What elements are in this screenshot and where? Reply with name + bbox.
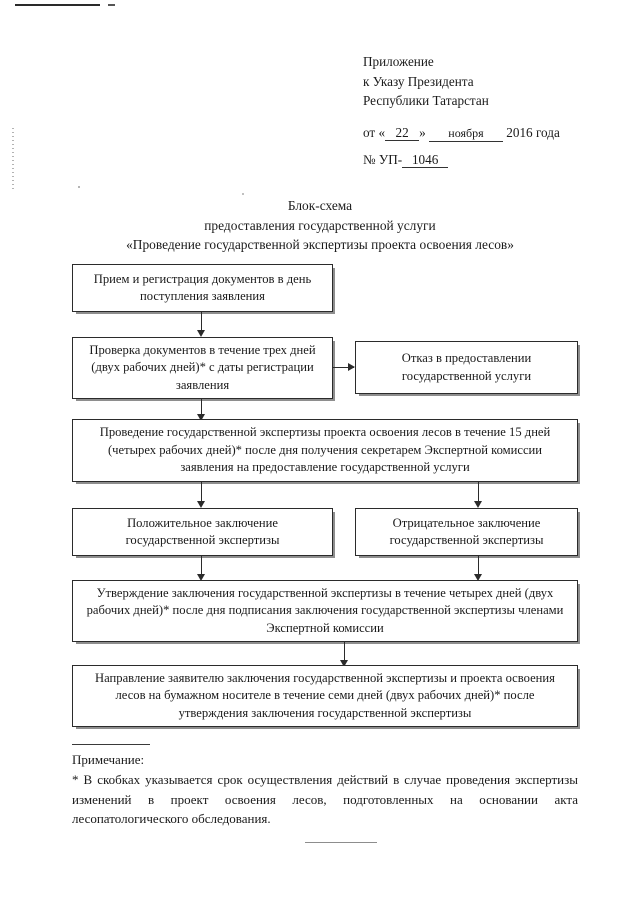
- note-separator-rule: [72, 744, 150, 746]
- connector-expertise-to-negative: [478, 482, 480, 503]
- decree-date-line: от «22» ноября 2016 года: [363, 123, 625, 143]
- page-bottom-rule: [305, 842, 377, 844]
- date-month-value: ноября: [428, 126, 503, 142]
- note-label: Примечание:: [72, 752, 145, 767]
- connector-verification-to-refusal: [333, 367, 354, 369]
- flow-node-negative-conclusion-label: Отрицательное заключение государственной…: [389, 515, 544, 548]
- scan-artifact-top-dash: [108, 4, 115, 6]
- title-line-scheme: Блок-схема: [287, 198, 353, 213]
- scan-artifact-left-dots: [12, 128, 14, 190]
- connector-expertise-to-positive: [201, 482, 203, 503]
- decree-authority-line: к Указу Президента: [363, 73, 474, 89]
- flow-node-intake: Прием и регистрация документов в день по…: [72, 264, 333, 312]
- flow-node-refusal-label: Отказ в предоставлении государственной у…: [401, 351, 532, 383]
- date-closing-quote: »: [419, 124, 426, 140]
- flow-node-expertise-label: Проведение государственной экспертизы пр…: [99, 425, 551, 475]
- connector-negative-to-approval: [478, 556, 480, 577]
- flow-node-refusal: Отказ в предоставлении государственной у…: [355, 341, 578, 394]
- date-prefix: от «: [363, 124, 386, 140]
- connector-verification-to-expertise: [201, 399, 203, 416]
- decree-reference-block: Приложение к Указу Президента Республики…: [363, 52, 625, 170]
- flow-node-delivery-label: Направление заявителю заключения государ…: [95, 670, 555, 720]
- connector-positive-to-approval: [201, 556, 203, 577]
- flow-node-approval: Утверждение заключения государственной э…: [72, 580, 578, 642]
- flow-node-delivery: Направление заявителю заключения государ…: [72, 665, 578, 727]
- flow-node-verification-label: Проверка документов в течение трех дней …: [89, 342, 316, 392]
- arrowhead-expertise-to-negative: [474, 501, 482, 508]
- flow-node-positive-conclusion: Положительное заключение государственной…: [72, 508, 333, 556]
- title-line-name: «Проведение государственной экспертизы п…: [126, 237, 514, 252]
- scan-artifact-speck-b: [242, 193, 244, 195]
- arrowhead-verification-to-expertise: [197, 414, 205, 421]
- arrowhead-positive-to-approval: [197, 574, 205, 581]
- arrowhead-verification-to-refusal: [348, 363, 355, 371]
- document-title: Блок-схема предоставления государственно…: [0, 196, 640, 255]
- scan-artifact-top-line: [15, 4, 100, 6]
- decree-number-value: 1046: [402, 152, 449, 168]
- title-line-service: предоставления государственной услуги: [204, 217, 436, 233]
- decree-number-prefix: № УП-: [363, 152, 403, 167]
- note-text: * В скобках указывается срок осуществлен…: [72, 772, 578, 826]
- connector-approval-to-delivery: [344, 642, 346, 663]
- arrowhead-expertise-to-positive: [197, 501, 205, 508]
- arrowhead-negative-to-approval: [474, 574, 482, 581]
- connector-intake-to-verification: [201, 312, 203, 332]
- flow-node-positive-conclusion-label: Положительное заключение государственной…: [125, 515, 280, 548]
- date-year-value: 2016 года: [506, 124, 560, 140]
- scan-artifact-speck-a: [78, 186, 80, 188]
- arrowhead-intake-to-verification: [197, 330, 205, 337]
- decree-republic-line: Республики Татарстан: [363, 93, 489, 108]
- decree-number-line: № УП-1046: [363, 150, 625, 170]
- date-day-value: 22: [385, 125, 420, 141]
- flow-node-intake-label: Прием и регистрация документов в день по…: [93, 271, 312, 304]
- arrowhead-approval-to-delivery: [340, 660, 348, 667]
- flow-node-approval-label: Утверждение заключения государственной э…: [86, 585, 564, 635]
- flow-node-negative-conclusion: Отрицательное заключение государственной…: [355, 508, 578, 556]
- flow-node-expertise: Проведение государственной экспертизы пр…: [72, 419, 578, 482]
- flow-node-verification: Проверка документов в течение трех дней …: [72, 337, 333, 399]
- appendix-label: Приложение: [363, 54, 434, 69]
